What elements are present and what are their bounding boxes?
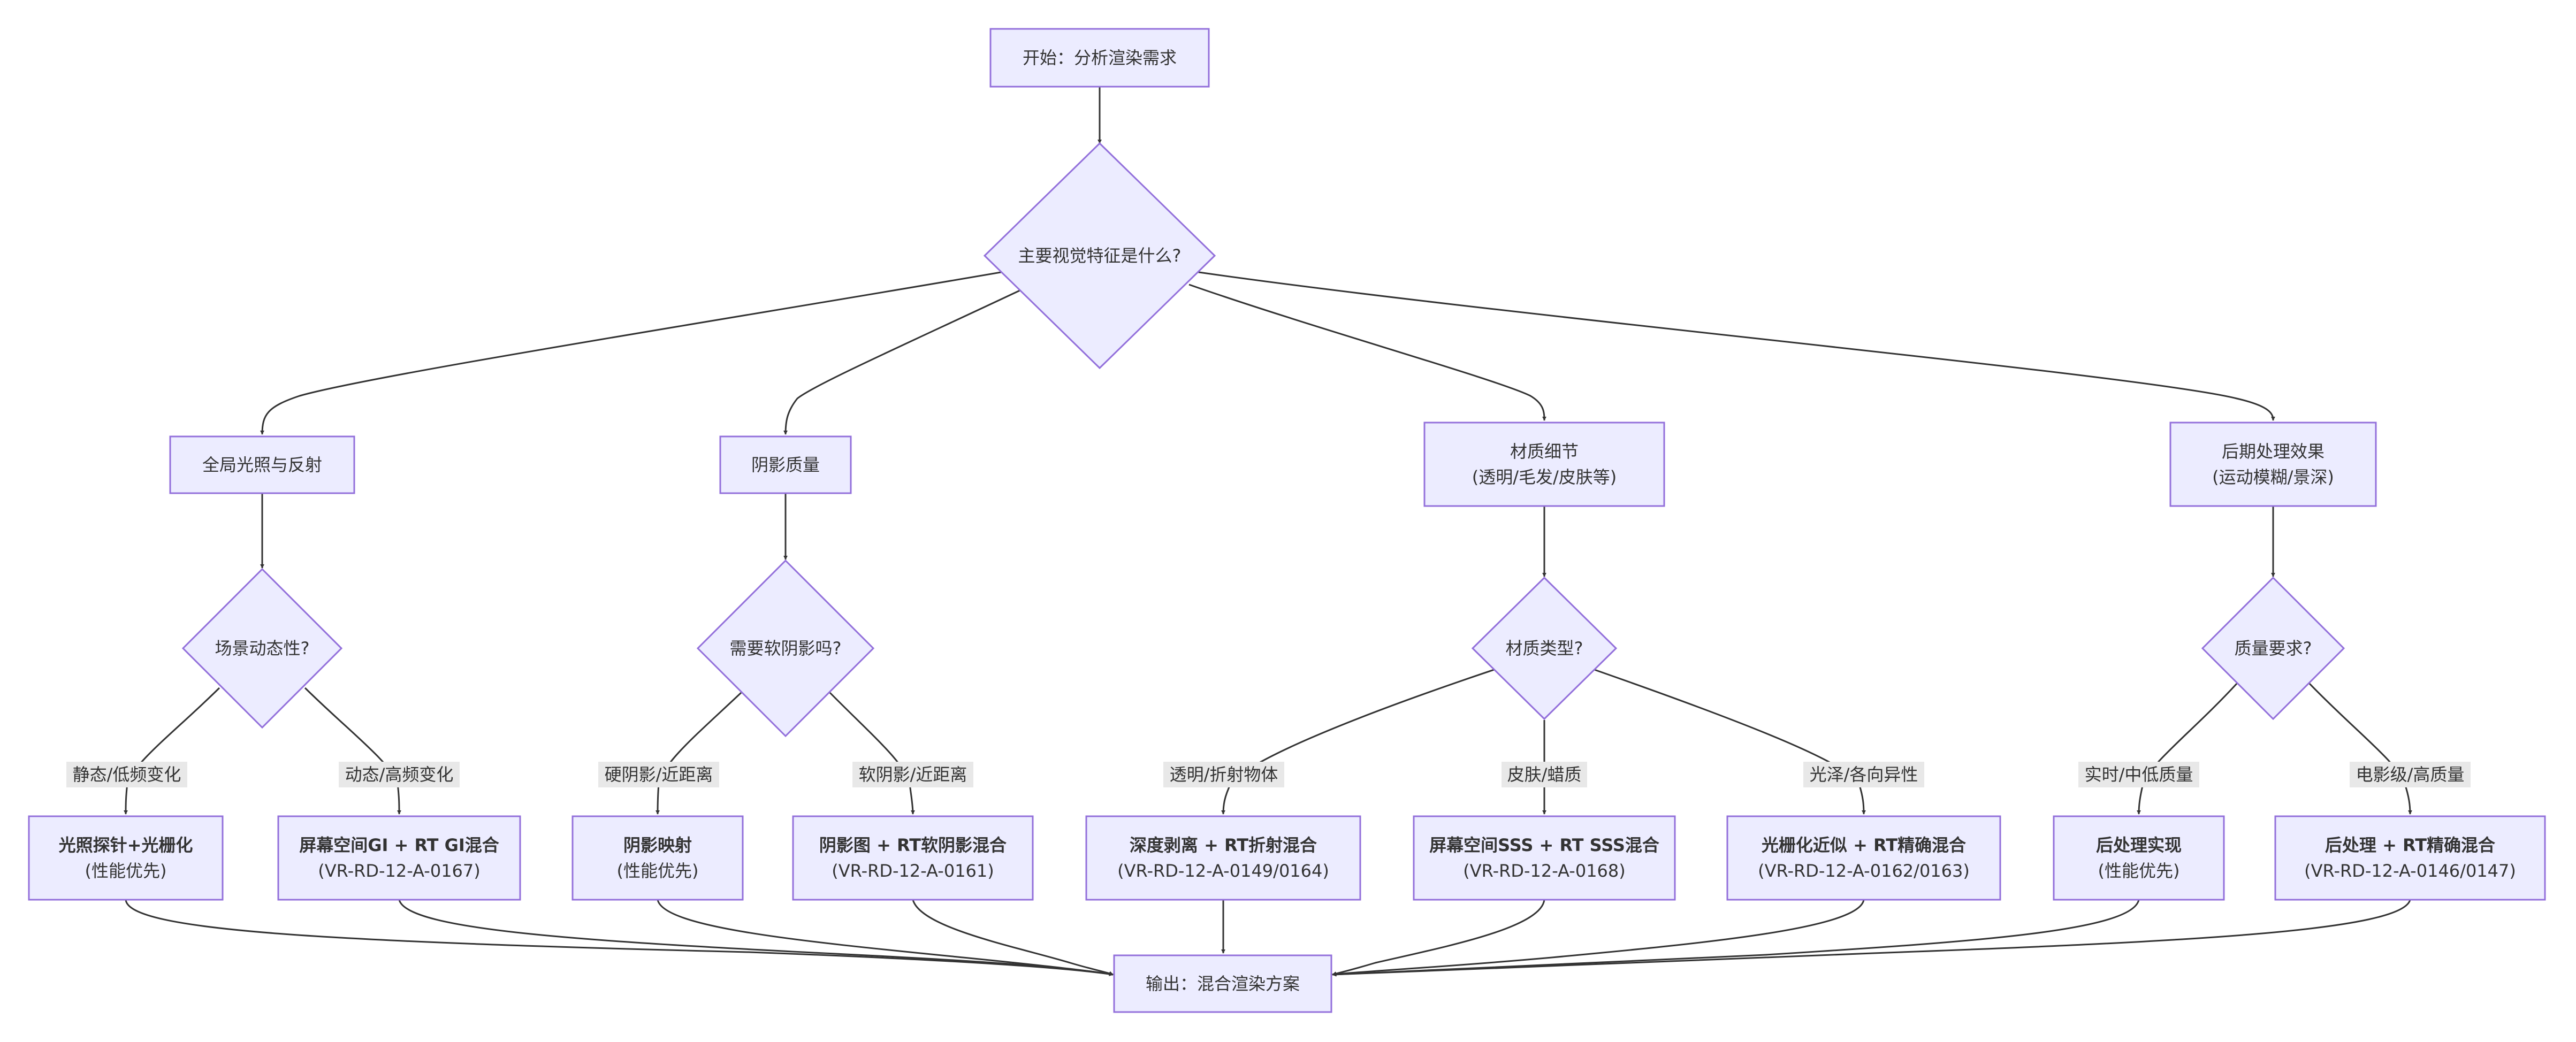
node-shadow-map: 阴影映射 (性能优先) xyxy=(571,815,744,901)
edge-probe-output xyxy=(125,899,1114,976)
svg-text:(VR-RD-12-A-0168): (VR-RD-12-A-0168) xyxy=(1463,861,1626,881)
svg-text:光栅化近似 + RT精确混合: 光栅化近似 + RT精确混合 xyxy=(1762,835,1966,855)
svg-text:深度剥离 + RT折射混合: 深度剥离 + RT折射混合 xyxy=(1130,835,1317,855)
edge-main-post xyxy=(1195,271,2275,421)
svg-text:(VR-RD-12-A-0149/0164): (VR-RD-12-A-0149/0164) xyxy=(1117,861,1329,881)
edge-main-shadow xyxy=(783,289,1022,435)
svg-text:(VR-RD-12-A-0161): (VR-RD-12-A-0161) xyxy=(832,861,994,881)
node-scene-dynamic: 场景动态性? xyxy=(181,568,343,729)
svg-text:(性能优先): (性能优先) xyxy=(617,861,699,881)
svg-text:动态/高频变化: 动态/高频变化 xyxy=(345,764,454,785)
node-start: 开始：分析渲染需求 xyxy=(989,28,1210,88)
edge-label-static: 静态/低频变化 xyxy=(66,762,187,787)
edge-main-material xyxy=(1188,284,1546,421)
node-post: 后期处理效果 (运动模糊/景深) xyxy=(2169,422,2377,507)
node-material: 材质细节 (透明/毛发/皮肤等) xyxy=(1423,422,1665,507)
svg-text:屏幕空间GI + RT GI混合: 屏幕空间GI + RT GI混合 xyxy=(299,835,499,855)
edge-label-skin: 皮肤/蜡质 xyxy=(1502,762,1587,787)
edge-label-transparent: 透明/折射物体 xyxy=(1163,762,1284,787)
edge-type-raster xyxy=(1591,668,1866,815)
edge-label-hard: 硬阴影/近距离 xyxy=(598,762,719,787)
svg-text:后期处理效果: 后期处理效果 xyxy=(2222,441,2325,462)
edge-scene-ssgi xyxy=(304,687,401,815)
node-raster-approx: 光栅化近似 + RT精确混合 (VR-RD-12-A-0162/0163) xyxy=(1726,815,2001,901)
svg-text:静态/低频变化: 静态/低频变化 xyxy=(73,764,181,785)
node-post-rt: 后处理 + RT精确混合 (VR-RD-12-A-0146/0147) xyxy=(2274,815,2546,901)
svg-text:硬阴影/近距离: 硬阴影/近距离 xyxy=(605,764,713,785)
edge-quality-rt xyxy=(2308,683,2412,815)
edge-sss-output xyxy=(1332,899,1545,976)
svg-text:(VR-RD-12-A-0146/0147): (VR-RD-12-A-0146/0147) xyxy=(2304,861,2516,881)
edge-label-soft: 软阴影/近距离 xyxy=(852,762,973,787)
edge-type-depth xyxy=(1221,668,1498,815)
svg-text:阴影质量: 阴影质量 xyxy=(751,455,820,475)
edge-label-dynamic: 动态/高频变化 xyxy=(339,762,460,787)
edge-scene-probe xyxy=(124,687,220,815)
svg-text:主要视觉特征是什么?: 主要视觉特征是什么? xyxy=(1018,246,1182,266)
edge-soft-rt xyxy=(829,692,915,815)
node-ssgi: 屏幕空间GI + RT GI混合 (VR-RD-12-A-0167) xyxy=(277,815,521,901)
edge-map-output xyxy=(657,899,1114,976)
node-depth-peel: 深度剥离 + RT折射混合 (VR-RD-12-A-0149/0164) xyxy=(1085,815,1361,901)
svg-text:(性能优先): (性能优先) xyxy=(85,861,167,881)
svg-text:需要软阴影吗?: 需要软阴影吗? xyxy=(730,638,842,658)
svg-text:阴影图 + RT软阴影混合: 阴影图 + RT软阴影混合 xyxy=(819,835,1007,855)
edge-label-gloss: 光泽/各向异性 xyxy=(1803,762,1924,787)
svg-text:(VR-RD-12-A-0167): (VR-RD-12-A-0167) xyxy=(318,861,481,881)
svg-text:电影级/高质量: 电影级/高质量 xyxy=(2356,764,2465,785)
svg-text:光照探针+光栅化: 光照探针+光栅化 xyxy=(59,835,193,855)
node-sss: 屏幕空间SSS + RT SSS混合 (VR-RD-12-A-0168) xyxy=(1413,815,1676,901)
svg-text:透明/折射物体: 透明/折射物体 xyxy=(1170,764,1278,785)
node-output: 输出：混合渲染方案 xyxy=(1113,954,1332,1013)
svg-text:皮肤/蜡质: 皮肤/蜡质 xyxy=(1507,764,1582,785)
node-soft-shadow: 需要软阴影吗? xyxy=(696,559,875,738)
svg-text:屏幕空间SSS + RT SSS混合: 屏幕空间SSS + RT SSS混合 xyxy=(1429,835,1659,855)
svg-text:光泽/各向异性: 光泽/各向异性 xyxy=(1810,764,1918,785)
edge-post-rt-output xyxy=(1332,899,2411,977)
svg-text:开始：分析渲染需求: 开始：分析渲染需求 xyxy=(1023,48,1177,68)
node-gi: 全局光照与反射 xyxy=(169,435,355,494)
svg-text:材质细节: 材质细节 xyxy=(1510,441,1579,462)
edge-label-cinema: 电影级/高质量 xyxy=(2350,762,2471,787)
svg-text:输出：混合渲染方案: 输出：混合渲染方案 xyxy=(1146,974,1300,994)
svg-text:(性能优先): (性能优先) xyxy=(2098,861,2180,881)
svg-text:软阴影/近距离: 软阴影/近距离 xyxy=(859,764,967,785)
edge-soft-map xyxy=(656,692,742,815)
edge-ssgi-output xyxy=(398,899,1114,976)
node-material-type: 材质类型? xyxy=(1471,576,1618,721)
svg-text:实时/中低质量: 实时/中低质量 xyxy=(2085,764,2193,785)
node-main-decision: 主要视觉特征是什么? xyxy=(983,142,1216,370)
svg-text:后处理实现: 后处理实现 xyxy=(2096,835,2182,855)
svg-text:(VR-RD-12-A-0162/0163): (VR-RD-12-A-0162/0163) xyxy=(1758,861,1970,881)
node-quality-req: 质量要求? xyxy=(2201,576,2345,721)
edge-main-gi xyxy=(260,271,1004,435)
svg-text:材质类型?: 材质类型? xyxy=(1506,638,1583,658)
svg-text:质量要求?: 质量要求? xyxy=(2235,638,2312,658)
svg-text:阴影映射: 阴影映射 xyxy=(623,835,692,855)
node-rt-soft: 阴影图 + RT软阴影混合 (VR-RD-12-A-0161) xyxy=(792,815,1034,901)
edge-quality-impl xyxy=(2137,683,2238,815)
svg-text:(运动模糊/景深): (运动模糊/景深) xyxy=(2212,467,2334,487)
edge-label-realtime: 实时/中低质量 xyxy=(2078,762,2199,787)
svg-text:场景动态性?: 场景动态性? xyxy=(215,638,310,658)
node-post-impl: 后处理实现 (性能优先) xyxy=(2053,815,2225,901)
svg-text:后处理 + RT精确混合: 后处理 + RT精确混合 xyxy=(2325,835,2495,855)
node-probe: 光照探针+光栅化 (性能优先) xyxy=(28,815,224,901)
edge-impl-output xyxy=(1332,899,2140,977)
edge-raster-output xyxy=(1332,899,1865,977)
node-shadow: 阴影质量 xyxy=(719,435,852,494)
edge-rt-output xyxy=(912,899,1114,976)
svg-text:全局光照与反射: 全局光照与反射 xyxy=(202,455,322,475)
svg-text:(透明/毛发/皮肤等): (透明/毛发/皮肤等) xyxy=(1472,467,1617,487)
